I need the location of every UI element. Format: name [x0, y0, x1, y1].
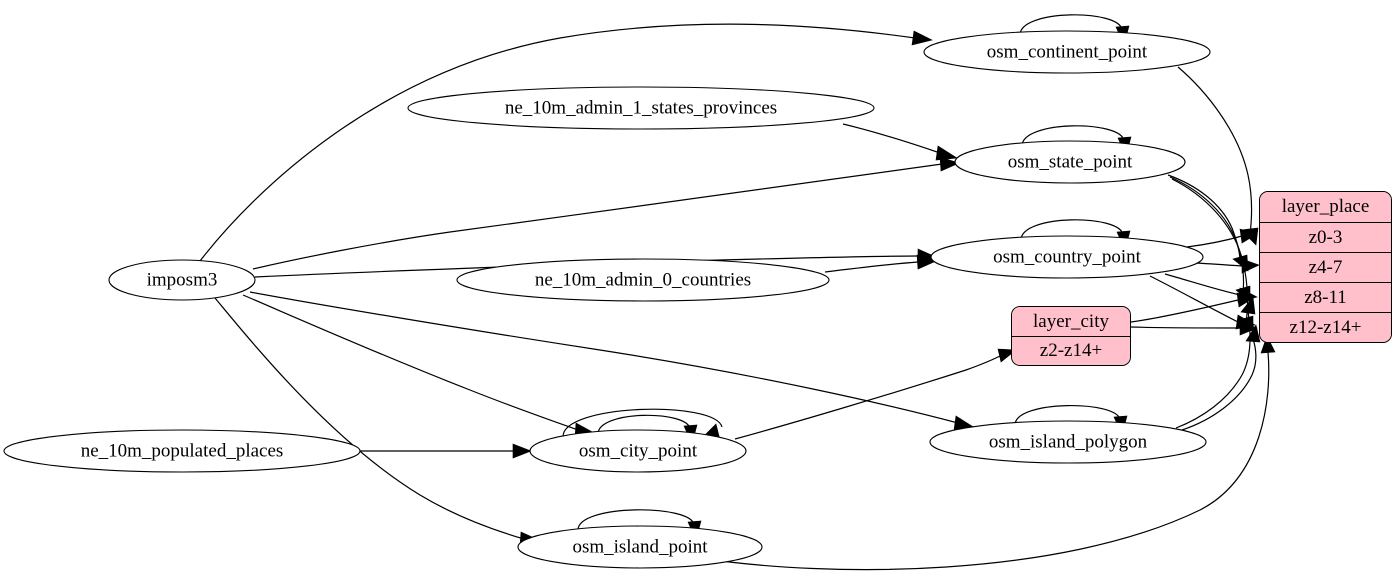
edge-ne_10m_admin_0_countries-to-osm_country_point: [824, 261, 919, 273]
edge-ne_10m_admin_1_states_provinces-to-osm_state_point: [842, 123, 941, 154]
edge-osm_country_point-to-layer_place_z4_7: [1195, 262, 1243, 267]
node-osm_country_point[interactable]: osm_country_point: [930, 235, 1204, 279]
node-imposm3[interactable]: imposm3: [108, 259, 256, 301]
edge-osm_island_point-to-layer_place_z12_z14: [699, 351, 1270, 571]
node-label-imposm3: imposm3: [147, 269, 218, 290]
node-osm_state_point[interactable]: osm_state_point: [954, 140, 1186, 184]
node-label-osm_country_point: osm_country_point: [993, 246, 1141, 267]
record-row-layer-place-z12-z14[interactable]: z12-z14+: [1260, 312, 1391, 342]
record-row-layer-place-z8-11[interactable]: z8-11: [1260, 282, 1391, 312]
node-ne_10m_populated_places[interactable]: ne_10m_populated_places: [3, 429, 361, 473]
arrowhead: [1240, 296, 1256, 315]
node-shape-imposm3[interactable]: [108, 259, 256, 301]
node-label-osm_continent_point: osm_continent_point: [987, 41, 1148, 62]
arrowhead: [512, 443, 532, 459]
record-node-layer-city[interactable]: layer_city z2-z14+: [1011, 306, 1131, 366]
node-label-osm_city_point: osm_city_point: [579, 440, 698, 461]
node-shape-ne_10m_admin_1_states_provinces[interactable]: [407, 86, 875, 130]
arrowhead: [1236, 292, 1256, 308]
node-label-ne_10m_admin_0_countries: ne_10m_admin_0_countries: [535, 269, 751, 290]
edge-layer_city-to-layer_place_z8_11: [1130, 299, 1239, 323]
edge-imposm3-to-osm_island_polygon: [249, 291, 959, 424]
arrowhead: [1239, 228, 1258, 244]
node-ne_10m_admin_0_countries[interactable]: ne_10m_admin_0_countries: [456, 258, 830, 302]
arrowhead: [935, 145, 958, 161]
edge-layer: [199, 14, 1276, 571]
node-ne_10m_admin_1_states_provinces[interactable]: ne_10m_admin_1_states_provinces: [407, 86, 875, 130]
edge-imposm3-to-osm_island_point: [214, 297, 525, 540]
node-shape-osm_continent_point[interactable]: [923, 30, 1211, 74]
edge-osm_city_point-ring-arc: [562, 408, 723, 438]
node-label-osm_state_point: osm_state_point: [1008, 151, 1133, 172]
edge-osm_island_polygon-to-layer_place_z12_z14: [1181, 338, 1257, 431]
record-node-layer-place[interactable]: layer_place z0-3 z4-7 z8-11 z12-z14+: [1259, 191, 1392, 343]
edge-osm_country_point-self-loop: [1020, 219, 1124, 241]
node-layer: imposm3 ne_10m_populated_places ne_10m_a…: [3, 30, 1211, 569]
node-label-ne_10m_admin_1_states_provinces: ne_10m_admin_1_states_provinces: [505, 97, 777, 118]
node-label-osm_island_polygon: osm_island_polygon: [989, 431, 1148, 452]
edge-osm_continent_point-self-loop: [1019, 14, 1123, 36]
node-shape-osm_island_polygon[interactable]: [929, 420, 1207, 464]
record-row-layer-city-z2-z14[interactable]: z2-z14+: [1012, 336, 1130, 365]
edge-osm_island_polygon-self-loop: [1014, 404, 1121, 426]
edge-imposm3-to-osm_city_point: [242, 294, 579, 431]
edge-osm_city_point-to-layer_city_z2_z14: [734, 355, 1001, 440]
edge-osm_continent_point-to-layer_place_z0_3: [1177, 66, 1253, 235]
node-shape-osm_city_point[interactable]: [529, 429, 747, 473]
edge-layer_city-to-layer_place_z12_z14: [1130, 326, 1241, 329]
node-shape-ne_10m_populated_places[interactable]: [3, 429, 361, 473]
edge-osm_state_point-self-loop: [1021, 125, 1125, 147]
record-row-layer-place-z4-7[interactable]: z4-7: [1260, 252, 1391, 282]
node-label-osm_island_point: osm_island_point: [572, 536, 708, 557]
edge-osm_island_polygon-to-layer_place_z8_11: [1175, 310, 1251, 429]
edge-osm_city_point-self-loop: [597, 414, 691, 435]
node-shape-osm_country_point[interactable]: [930, 235, 1204, 279]
edge-osm_country_point-to-layer_place_z12_z14: [1149, 275, 1239, 323]
node-shape-osm_state_point[interactable]: [954, 140, 1186, 184]
node-osm_island_polygon[interactable]: osm_island_polygon: [929, 420, 1207, 464]
arrowhead: [1239, 320, 1258, 336]
edge-imposm3-to-osm_continent_point: [199, 23, 916, 262]
node-shape-osm_island_point[interactable]: [517, 525, 763, 569]
record-row-layer-place-z0-3[interactable]: z0-3: [1260, 222, 1391, 252]
record-row-layer-place-header[interactable]: layer_place: [1260, 192, 1391, 222]
node-osm_continent_point[interactable]: osm_continent_point: [923, 30, 1211, 74]
arrowhead: [911, 30, 933, 46]
node-label-ne_10m_populated_places: ne_10m_populated_places: [81, 440, 284, 461]
arrowhead: [1241, 258, 1260, 274]
arrowhead: [939, 156, 960, 172]
edge-osm_country_point-to-layer_place_z0_3: [1186, 235, 1243, 248]
node-shape-ne_10m_admin_0_countries[interactable]: [456, 258, 830, 302]
arrowhead: [1245, 324, 1261, 343]
record-row-layer-city-header[interactable]: layer_city: [1012, 307, 1130, 336]
node-osm_city_point[interactable]: osm_city_point: [529, 429, 747, 473]
edge-osm_island_point-self-loop: [577, 509, 695, 531]
node-osm_island_point[interactable]: osm_island_point: [517, 525, 763, 569]
arrowhead: [1260, 335, 1276, 354]
edge-imposm3-to-osm_state_point: [252, 163, 943, 270]
edge-osm_country_point-to-layer_place_z8_11: [1164, 273, 1241, 296]
arrowhead: [916, 254, 937, 270]
